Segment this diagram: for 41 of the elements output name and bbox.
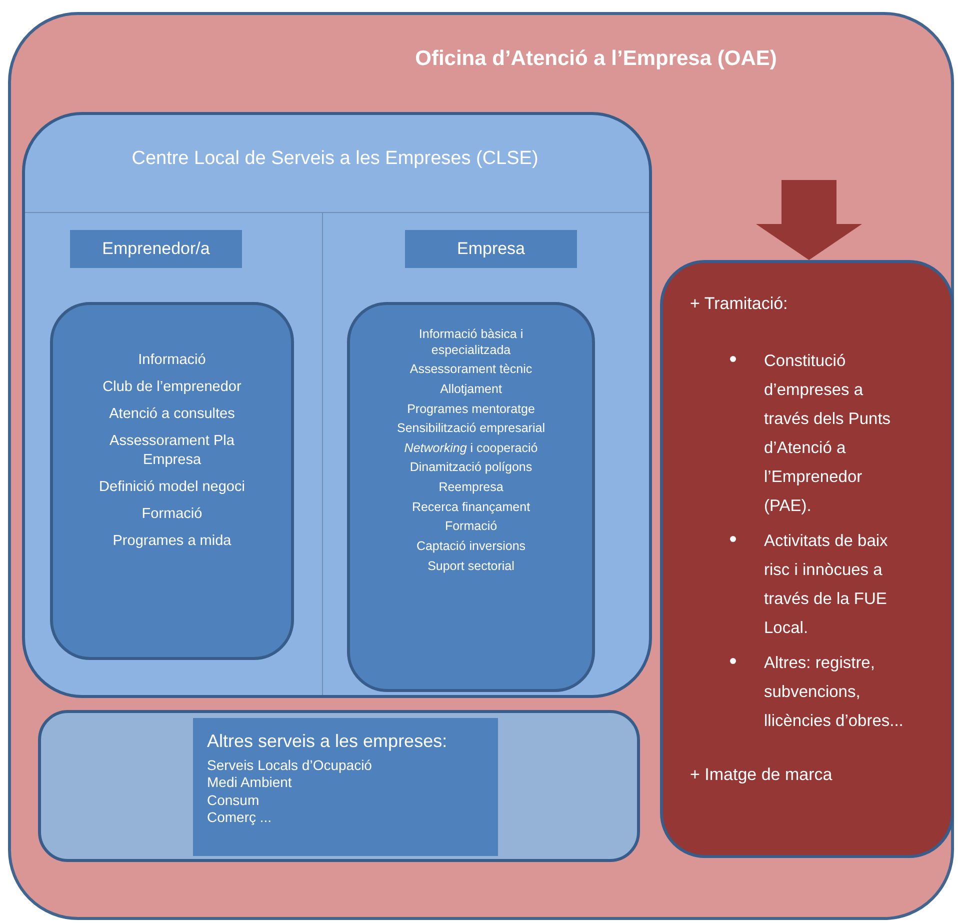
- service-item: Informació: [138, 351, 206, 370]
- services-panel: [38, 710, 640, 862]
- block-arrow: [756, 180, 862, 260]
- service-item: Informació bàsica i especialitzada: [418, 327, 524, 358]
- centre-panel: [22, 112, 652, 698]
- service-item: Allotjament: [440, 382, 502, 398]
- service-item: Assessorament Pla Empresa: [108, 432, 236, 469]
- service-item: Formació: [142, 504, 202, 523]
- section-header: Empresa: [405, 230, 577, 268]
- procedures-box: [660, 260, 954, 858]
- service-item: Consum: [207, 792, 260, 809]
- service-item: Networking i cooperació: [404, 440, 538, 456]
- service-item: Sensibilització empresarial: [397, 421, 545, 437]
- list-heading: + Tramitació:: [690, 293, 789, 315]
- service-item: Recerca finançament: [412, 500, 530, 516]
- service-item: Medi Ambient: [207, 774, 293, 792]
- service-item: Definició model negoci: [99, 478, 245, 496]
- service-item: Atenció a consultes: [109, 405, 235, 424]
- section-header: Emprenedor/a: [70, 230, 242, 268]
- service-item: Programes a mida: [112, 532, 232, 550]
- service-item: Comerç ...: [207, 809, 273, 826]
- services-box: [193, 718, 498, 856]
- office-panel: [8, 12, 954, 920]
- service-item: Formació: [444, 519, 498, 535]
- service-item: Captació inversions: [416, 538, 526, 554]
- service-list-box: [347, 302, 595, 692]
- bullet-text: Altres: registre, subvencions, llicències d’obres...: [764, 652, 904, 732]
- service-item: Reempresa: [438, 480, 504, 496]
- bullet-text: Constitució d’empreses a través dels Punts d’Atenció a l’Emprenedor (PAE).: [764, 350, 892, 516]
- service-item: Programes mentoratge: [407, 402, 535, 418]
- service-list-box: [50, 302, 294, 660]
- service-item: Suport sectorial: [428, 558, 514, 574]
- service-item: Club de l’emprenedor: [102, 378, 242, 396]
- bullet-text: Activitats de baix risc i innòcues a través de la FUE Local.: [764, 530, 889, 638]
- panel-title: Oficina d’Atenció a l’Empresa (OAE): [415, 47, 777, 70]
- list-heading: Altres serveis a les empreses:: [207, 730, 448, 752]
- service-item: Assessorament tècnic: [410, 362, 532, 378]
- service-item: Serveis Locals d’Ocupació: [207, 756, 373, 774]
- service-item: Dinamització polígons: [410, 460, 532, 476]
- list-heading: + Imatge de marca: [690, 764, 834, 786]
- panel-title: Centre Local de Serveis a les Empreses (CLSE): [132, 148, 538, 169]
